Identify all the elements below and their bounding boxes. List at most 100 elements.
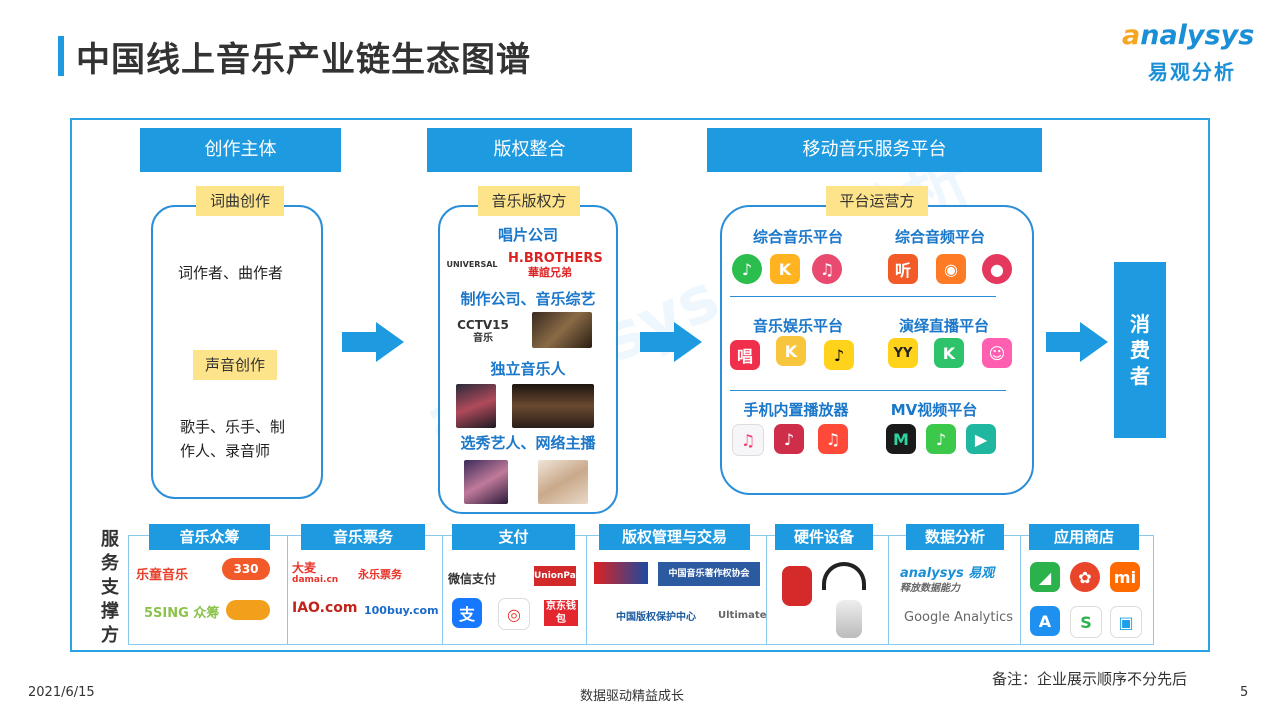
sub-mv-platform: MV视频平台: [890, 401, 978, 419]
services-divider: [766, 535, 767, 645]
services-label: 服务支撑方: [101, 529, 119, 646]
platform-divider-1: [730, 296, 996, 297]
app-store-1-icon: ◢: [1030, 562, 1060, 592]
ximalaya-icon: 听: [888, 254, 918, 284]
page-title: 中国线上音乐产业链生态图谱: [76, 40, 531, 80]
qingting-fm-icon: ●: [982, 254, 1012, 284]
smart-speaker-image: [836, 600, 862, 638]
sub-entertainment-platform: 音乐娱乐平台: [752, 317, 843, 335]
services-divider: [442, 535, 443, 645]
brand-logo-cn: 易观分析: [1148, 60, 1236, 84]
svc-app-store: 应用商店: [1029, 524, 1139, 550]
huawei-music-icon: ♪: [774, 424, 804, 454]
mv-app-icon: M: [886, 424, 916, 454]
jd-wallet-logo: 京东钱包: [544, 600, 578, 626]
sub-live-platform: 演绎直播平台: [898, 317, 989, 335]
tag-copyright-holder: 音乐版权方: [478, 186, 580, 216]
google-analytics-logo: Google Analytics: [904, 610, 1014, 625]
services-frame: [128, 535, 1154, 645]
payment-icon: ◎: [498, 598, 530, 630]
title-accent-bar: [58, 36, 64, 76]
services-divider: [1020, 535, 1021, 645]
musician-photo-1: [456, 384, 496, 428]
svc-data-analysis: 数据分析: [906, 524, 1004, 550]
alipay-icon: 支: [452, 598, 482, 628]
netease-music-icon: ♫: [812, 254, 842, 284]
app-store-2-icon: ✿: [1070, 562, 1100, 592]
arrow-right-icon: [640, 322, 702, 362]
svc-hardware: 硬件设备: [775, 524, 873, 550]
svc-ticketing: 音乐票务: [301, 524, 425, 550]
footer-slogan: 数据驱动精益成长: [580, 689, 685, 704]
talent-photo: [464, 460, 508, 504]
music-video-icon: ♪: [926, 424, 956, 454]
sub-record-company: 唱片公司: [497, 226, 558, 244]
music-copyright-society-logo: 中国音乐著作权协会: [658, 562, 760, 586]
changba-icon: 唱: [730, 340, 760, 370]
5sing-logo: 5SING 众筹: [144, 606, 220, 621]
svc-crowdfunding: 音乐众筹: [149, 524, 270, 550]
yy-icon: YY: [888, 338, 918, 368]
tag-lyric-composition: 词曲创作: [196, 186, 284, 216]
copyright-org-logo: [594, 562, 648, 584]
tiktok-icon: ♪: [824, 340, 854, 370]
quanmin-kge-icon: K: [776, 336, 806, 366]
letong-logo: 乐童音乐: [136, 568, 189, 583]
huajiao-icon: ☺: [982, 338, 1012, 368]
app-store-4-icon: ▣: [1110, 606, 1142, 638]
creator-roles-2: 歌手、乐手、制: [180, 418, 286, 436]
sub-audio-platform: 综合音频平台: [894, 228, 985, 246]
services-divider: [287, 535, 288, 645]
copyright-center-logo: 中国版权保护中心: [616, 612, 696, 623]
100buy-logo: 100buy.com: [364, 604, 439, 617]
video-player-icon: ▶: [966, 424, 996, 454]
sub-independent-musician: 独立音乐人: [490, 360, 566, 378]
footer-date: 2021/6/15: [28, 685, 95, 700]
platform-divider-2: [730, 390, 1006, 391]
consumer-box: 消费者: [1114, 262, 1166, 438]
analysys-logo: analysys 易观释放数据能力: [900, 566, 995, 594]
iao-logo: IAO.com: [292, 600, 358, 616]
header-creation: 创作主体: [140, 128, 341, 172]
headphones-image: [822, 562, 866, 590]
app-store-3-icon: S: [1070, 606, 1102, 638]
sub-music-platform: 综合音乐平台: [752, 228, 843, 246]
tag-voice-creation: 声音创作: [193, 350, 277, 380]
oppo-music-icon: ♫: [818, 424, 848, 454]
streamer-photo: [538, 460, 588, 504]
creation-box: [151, 205, 323, 499]
sub-builtin-player: 手机内置播放器: [743, 401, 849, 419]
svc-copyright-trade: 版权管理与交易: [599, 524, 750, 550]
note: 备注：企业展示顺序不分先后: [992, 670, 1188, 688]
lizhi-fm-icon: ◉: [936, 254, 966, 284]
brand-logo: analysys: [1122, 20, 1255, 51]
330-logo: 330: [222, 558, 270, 580]
wechat-pay-logo: 微信支付: [448, 572, 497, 586]
crowdfunding-site-logo: [226, 600, 270, 620]
creator-roles-3: 作人、录音师: [180, 442, 271, 460]
sub-talent-streamer: 选秀艺人、网络主播: [460, 434, 596, 452]
ultimate-logo: Ultimate: [718, 610, 767, 621]
page-number: 5: [1240, 685, 1249, 700]
creator-roles-1: 词作者、曲作者: [178, 264, 284, 282]
musician-photo-2: [512, 384, 594, 428]
tag-platform-operator: 平台运营方: [826, 186, 928, 216]
header-copyright: 版权整合: [427, 128, 632, 172]
car-charger-image: [782, 566, 812, 606]
variety-show-image: [532, 312, 592, 348]
arrow-right-icon: [342, 322, 404, 362]
mi-store-icon: mi: [1110, 562, 1140, 592]
qq-music-icon: ♪: [732, 254, 762, 284]
kuwo-music-icon: K: [770, 254, 800, 284]
services-divider: [888, 535, 889, 645]
header-platform: 移动音乐服务平台: [707, 128, 1042, 172]
svc-payment: 支付: [452, 524, 575, 550]
sub-production-variety: 制作公司、音乐综艺: [460, 290, 596, 308]
kuaishou-live-icon: K: [934, 338, 964, 368]
apple-music-icon: ♫: [732, 424, 764, 456]
unionpay-logo: UnionPay: [534, 566, 581, 586]
apple-app-store-icon: A: [1030, 606, 1060, 636]
